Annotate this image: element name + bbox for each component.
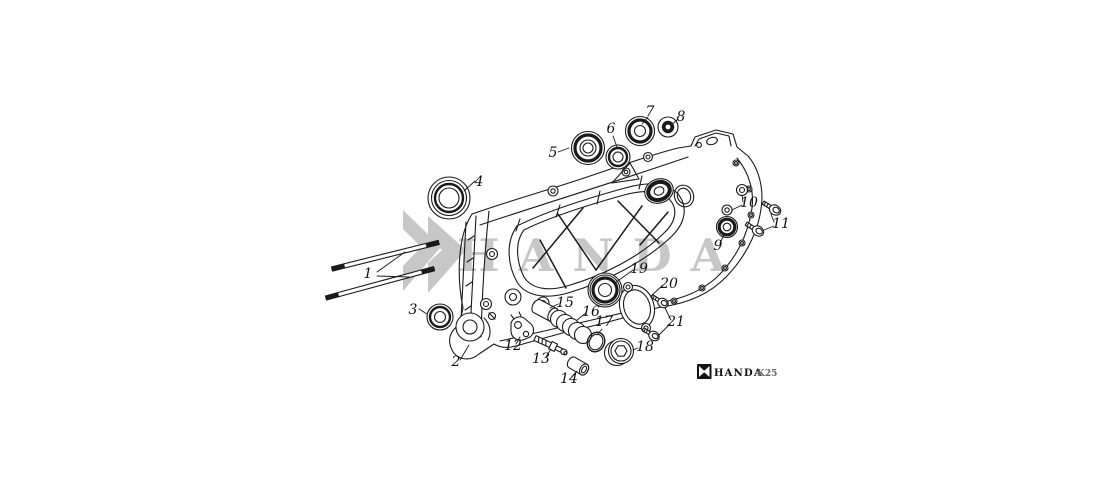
- part-label-3: 3: [409, 302, 418, 318]
- leader-line: [664, 307, 672, 321]
- leader-line: [641, 116, 649, 125]
- part-21-flange-bolts: [641, 294, 669, 342]
- part-label-7: 7: [646, 104, 655, 120]
- part-label-2: 2: [451, 354, 461, 370]
- part-3-roller: [426, 303, 454, 331]
- watermark-chevron-icon: [403, 210, 441, 291]
- part-label-6: 6: [607, 121, 616, 137]
- part-19-bearing: [587, 272, 623, 308]
- part-label-12: 12: [504, 338, 522, 354]
- watermark: HANDA: [403, 210, 745, 293]
- watermark-chevron-icon: [428, 216, 466, 293]
- brand-wing-icon: [699, 366, 710, 377]
- belt-case-opening: [508, 183, 685, 297]
- leader-line: [614, 269, 634, 284]
- leader-line: [658, 323, 671, 336]
- part-label-20: 20: [659, 276, 678, 292]
- leader-line: [376, 251, 406, 273]
- leader-line: [596, 328, 603, 336]
- part-label-4: 4: [474, 174, 484, 190]
- part-labels: 1 2 3 4 5 6 7 8 9 10 11 12 13 14 15 16 1…: [364, 104, 790, 387]
- crank-bearing-bore: [644, 178, 674, 204]
- leader-line: [719, 234, 725, 244]
- leader-line: [731, 204, 743, 211]
- brand-name: HANDA: [714, 368, 763, 379]
- part-label-5: 5: [549, 145, 558, 161]
- part-4-oil-seal: [427, 176, 471, 220]
- part-12-clamp: [510, 311, 535, 341]
- part-label-17: 17: [595, 314, 613, 330]
- leader-line: [549, 303, 559, 309]
- leader-line: [376, 275, 410, 278]
- leader-line: [770, 213, 775, 223]
- brand-logo: HANDA K25: [697, 364, 777, 379]
- part-8-roller-bush: [657, 116, 679, 138]
- leader-line: [650, 284, 664, 297]
- part-label-16: 16: [582, 304, 600, 320]
- watermark-text: HANDA: [457, 229, 745, 282]
- leader-line: [418, 308, 428, 315]
- brand-code: K25: [757, 369, 777, 379]
- part-label-19: 19: [630, 261, 648, 277]
- part-label-11: 11: [772, 216, 790, 232]
- part-label-1: 1: [364, 266, 373, 282]
- leader-line: [632, 347, 639, 351]
- part-label-8: 8: [677, 109, 686, 125]
- part-label-14: 14: [560, 371, 578, 387]
- leader-line: [545, 348, 552, 358]
- leader-lines: [376, 116, 775, 378]
- part-label-10: 10: [740, 195, 758, 211]
- leader-line: [670, 119, 678, 126]
- part-label-21: 21: [666, 314, 685, 330]
- part-16-spring: [549, 309, 593, 345]
- leader-line: [463, 180, 476, 192]
- part-14-collar: [566, 356, 590, 376]
- part-17-o-ring: [586, 331, 606, 353]
- part-5-bearing: [570, 130, 606, 166]
- leader-line: [612, 135, 618, 148]
- part-label-9: 9: [714, 238, 723, 254]
- leader-line: [459, 344, 470, 361]
- part-6-bearing: [605, 144, 631, 170]
- leader-line: [576, 312, 587, 321]
- part-11-flange-bolts: [744, 200, 782, 237]
- part-label-13: 13: [532, 351, 550, 367]
- part-7-bearing: [624, 115, 656, 147]
- leader-line: [557, 147, 570, 153]
- leader-line: [763, 225, 775, 231]
- part-13-bolt: [533, 335, 568, 356]
- part-label-18: 18: [636, 339, 654, 355]
- part-9-oil-seal: [715, 215, 739, 239]
- engine-mount-boss: [455, 311, 497, 342]
- part-18-cap-nut: [603, 337, 635, 367]
- leader-line: [741, 194, 744, 203]
- case-ribs: [532, 200, 669, 289]
- leader-line: [515, 336, 521, 345]
- leader-line: [571, 370, 578, 378]
- case-oval-opening: [673, 184, 695, 208]
- part-label-15: 15: [556, 295, 574, 311]
- part-1-studs: [324, 239, 440, 301]
